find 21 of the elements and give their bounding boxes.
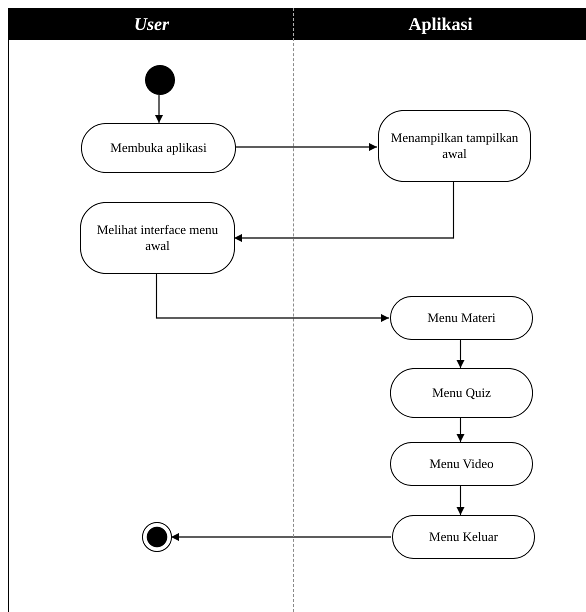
lane-header: Aplikasi xyxy=(294,8,586,40)
activity-box: Membuka aplikasi xyxy=(81,123,236,173)
swimlane xyxy=(293,8,586,612)
end-node xyxy=(142,522,172,552)
arrow xyxy=(235,143,377,151)
arrow xyxy=(456,340,464,368)
arrow xyxy=(155,95,163,123)
activity-box: Melihat interface menu awal xyxy=(80,202,235,274)
arrow xyxy=(156,274,389,322)
arrow xyxy=(456,418,464,442)
lane-header: User xyxy=(9,8,294,40)
arrow xyxy=(456,486,464,515)
activity-box: Menu Video xyxy=(390,442,533,486)
swimlane xyxy=(8,8,293,612)
activity-box: Menu Quiz xyxy=(390,368,533,418)
arrow xyxy=(171,533,391,541)
activity-box: Menu Materi xyxy=(390,296,533,340)
arrow xyxy=(234,182,454,242)
activity-box: Menampilkan tampilkan awal xyxy=(378,110,531,182)
activity-box: Menu Keluar xyxy=(392,515,535,559)
start-node xyxy=(145,65,175,95)
